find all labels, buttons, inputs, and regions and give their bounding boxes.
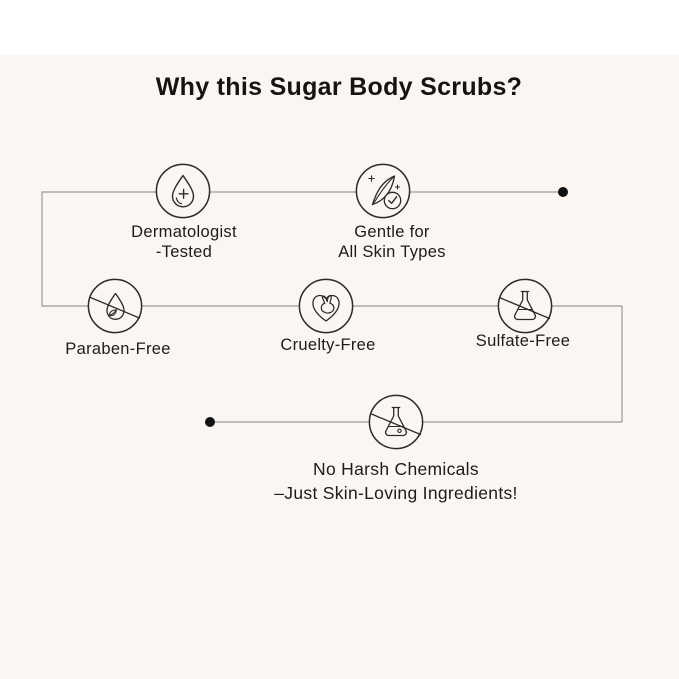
label-line: Gentle for: [354, 223, 430, 241]
label-line: All Skin Types: [338, 243, 446, 261]
label-line: Cruelty-Free: [280, 336, 376, 354]
crossed-chemical-flask-icon: [368, 394, 424, 450]
label-line: No Harsh Chemicals: [313, 459, 479, 479]
page-title: Why this Sugar Body Scrubs?: [155, 72, 523, 101]
label-line: Sulfate-Free: [475, 332, 571, 350]
label-line: –Just Skin-Loving Ingredients!: [274, 483, 518, 503]
top-white-band: [0, 0, 679, 55]
rabbit-in-heart-icon: [298, 278, 354, 334]
feather-check-icon: [355, 163, 411, 219]
crossed-flask-icon: [497, 278, 553, 334]
label-line: -Tested: [155, 243, 213, 261]
feature-label-dermatologist-tested: Dermatologist -Tested: [131, 222, 237, 262]
label-line: Paraben-Free: [65, 340, 171, 358]
connector-start-dot-bottom: [205, 417, 215, 427]
droplet-plus-icon: [155, 163, 211, 219]
feature-label-paraben-free: Paraben-Free: [65, 339, 170, 359]
label-line: Dermatologist: [131, 223, 237, 241]
connector-end-dot-top: [558, 187, 568, 197]
feature-label-cruelty-free: Cruelty-Free: [280, 335, 375, 355]
feature-label-gentle-all-skin-types: Gentle for All Skin Types: [338, 222, 446, 262]
feature-label-no-harsh-chemicals: No Harsh Chemicals –Just Skin-Loving Ing…: [274, 457, 517, 505]
crossed-droplet-leaf-icon: [87, 278, 143, 334]
feature-label-sulfate-free: Sulfate-Free: [476, 331, 570, 351]
